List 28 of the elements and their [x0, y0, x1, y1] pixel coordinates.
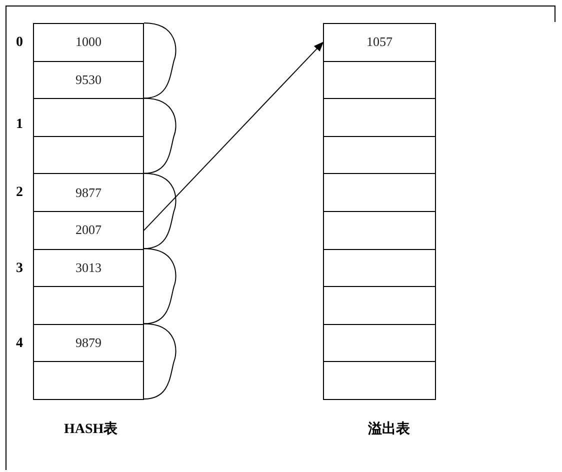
bucket-number: 0	[16, 35, 23, 51]
bucket-number: 1	[16, 117, 23, 133]
empty-cell	[323, 286, 436, 325]
table-cell: 9879	[33, 324, 144, 362]
table-cell: 9877	[33, 173, 144, 212]
table-cell: 2007	[33, 211, 144, 250]
bucket-number: 2	[16, 185, 23, 201]
bucket-number: 3	[16, 261, 23, 277]
arrow	[144, 42, 324, 231]
empty-cell	[323, 324, 436, 362]
table-cell: 3013	[33, 248, 144, 288]
empty-cell	[33, 98, 144, 137]
empty-cell	[323, 211, 436, 250]
bucket-number: 4	[16, 336, 23, 352]
empty-cell	[323, 248, 436, 288]
empty-cell	[323, 136, 436, 174]
empty-cell	[323, 60, 436, 100]
empty-cell	[323, 98, 436, 137]
empty-cell	[33, 136, 144, 174]
table-cell: 1057	[323, 23, 436, 62]
empty-cell	[323, 173, 436, 212]
table-caption: HASH表	[64, 422, 118, 438]
table-caption: 溢出表	[368, 422, 410, 438]
empty-cell	[323, 361, 436, 400]
empty-cell	[33, 286, 144, 325]
table-cell: 1000	[33, 23, 144, 62]
table-cell: 9530	[33, 60, 144, 100]
empty-cell	[33, 361, 144, 400]
